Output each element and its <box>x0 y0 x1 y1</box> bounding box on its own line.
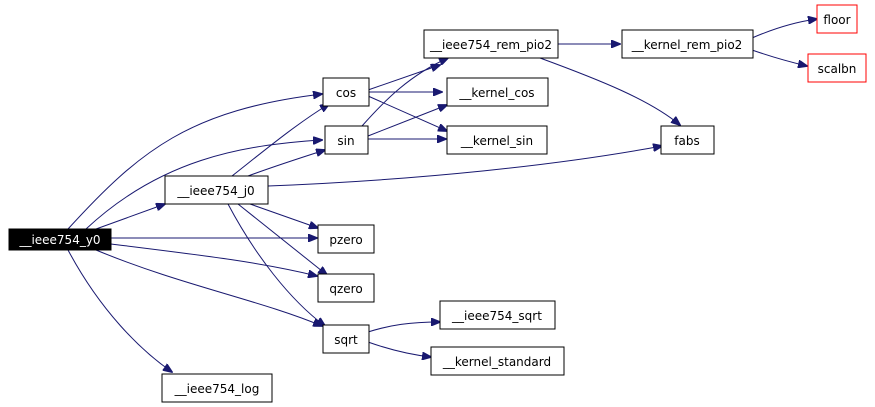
node-label: __kernel_cos <box>458 86 534 100</box>
node-label: cos <box>336 86 356 100</box>
edge-krem-floor <box>751 19 817 39</box>
edge-y0-cos <box>67 94 322 230</box>
node-ieee754-y0[interactable]: __ieee754_y0 <box>8 228 112 251</box>
node-kernel-standard[interactable]: __kernel_standard <box>430 346 565 376</box>
edge-j0-pzero <box>249 203 318 228</box>
node-ieee754-sqrt[interactable]: __ieee754_sqrt <box>439 300 556 330</box>
node-sin[interactable]: sin <box>324 125 369 155</box>
node-kernel-sin[interactable]: __kernel_sin <box>446 125 548 155</box>
node-kernel-cos[interactable]: __kernel_cos <box>446 77 549 107</box>
edge-j0-sin <box>247 150 325 177</box>
edge-y0-sin <box>85 140 322 230</box>
edge-sqrt-kstd <box>367 341 431 357</box>
node-ieee754-log[interactable]: __ieee754_log <box>161 373 273 403</box>
node-label: __kernel_sin <box>460 134 533 148</box>
node-label: floor <box>823 13 850 27</box>
edge-cos-ksin <box>367 95 447 131</box>
edge-sqrt-ksqrt <box>367 322 440 333</box>
node-ieee754-j0[interactable]: __ieee754_j0 <box>164 175 269 205</box>
node-sqrt[interactable]: sqrt <box>322 324 370 354</box>
node-floor[interactable]: floor <box>816 4 858 34</box>
node-label: __kernel_rem_pio2 <box>631 38 743 52</box>
edge-j0-qzero <box>237 203 327 275</box>
node-label: scalbn <box>818 62 857 76</box>
node-label: __ieee754_j0 <box>176 184 254 198</box>
edge-cos-rem_pio2 <box>367 65 440 91</box>
edge-y0-qzero <box>110 243 317 276</box>
edge-y0-sqrt <box>95 249 322 326</box>
edge-rem_pio2-fabs <box>539 57 680 125</box>
node-fabs[interactable]: fabs <box>660 125 715 155</box>
node-scalbn[interactable]: scalbn <box>807 53 867 83</box>
edge-y0-j0 <box>95 204 165 230</box>
edge-j0-cos <box>231 104 329 177</box>
node-label: __ieee754_y0 <box>18 233 100 247</box>
node-kernel-rem-pio2[interactable]: __kernel_rem_pio2 <box>621 29 754 59</box>
edge-j0-sqrt <box>227 203 325 326</box>
node-ieee754-rem-pio2[interactable]: __ieee754_rem_pio2 <box>423 29 559 59</box>
node-label: pzero <box>329 233 362 247</box>
edge-sin-kcos <box>367 105 447 137</box>
node-cos[interactable]: cos <box>322 77 370 107</box>
node-label: sqrt <box>334 333 358 347</box>
edge-y0-log <box>67 249 172 372</box>
edge-sin-rem_pio2 <box>361 58 448 127</box>
node-label: fabs <box>674 134 699 148</box>
node-label: __kernel_standard <box>442 355 551 369</box>
node-label: __ieee754_sqrt <box>451 309 542 323</box>
edge-j0-fabs <box>267 146 662 187</box>
nodes: __ieee754_y0 __ieee754_j0 cos sin pzero … <box>8 4 867 403</box>
node-label: sin <box>337 134 354 148</box>
node-label: __ieee754_log <box>174 382 260 396</box>
node-qzero[interactable]: qzero <box>317 273 375 303</box>
node-label: __ieee754_rem_pio2 <box>429 38 552 52</box>
node-label: qzero <box>329 282 362 296</box>
edges <box>67 19 817 372</box>
node-pzero[interactable]: pzero <box>317 224 375 254</box>
edge-krem-scalbn <box>751 49 807 66</box>
